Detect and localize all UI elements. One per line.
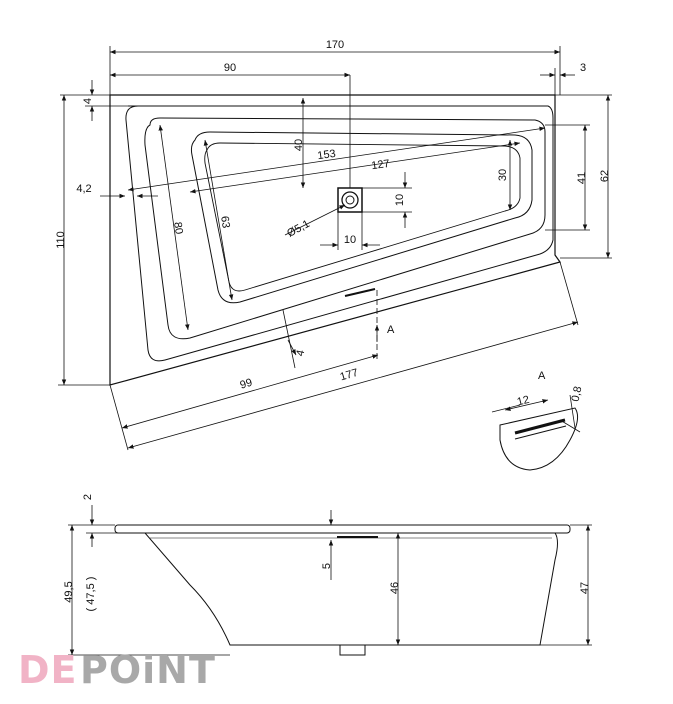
detail-a-title: A [538, 370, 546, 382]
brand-watermark: DE POiNT [18, 648, 216, 692]
detail-dim-12: 12 [516, 394, 531, 409]
dim-4-top: 4 [82, 98, 94, 104]
top-view-dimensions [58, 46, 612, 451]
side-dim-47-5: ( 47,5 ) [85, 577, 97, 612]
outer-rim [109, 94, 561, 386]
dim-3: 3 [580, 62, 586, 74]
dim-front-4: 4 [294, 349, 307, 357]
section-marker-a: A [387, 324, 395, 336]
dim-40: 40 [293, 139, 305, 151]
rim-inner-edge [125, 105, 554, 362]
dim-41: 41 [576, 172, 588, 184]
dim-63: 63 [218, 215, 232, 229]
side-dim-47: 47 [579, 582, 591, 594]
detail-a [491, 394, 581, 471]
dim-90: 90 [224, 62, 236, 74]
dim-99: 99 [239, 377, 254, 392]
side-dim-2: 2 [82, 494, 94, 500]
watermark-part-de: DE [18, 648, 78, 692]
detail-a-body [499, 407, 579, 471]
dim-153: 153 [317, 148, 337, 162]
side-view [68, 505, 592, 656]
dim-127: 127 [371, 158, 391, 172]
dim-30: 30 [497, 169, 509, 181]
detail-dim-0-8: 0,8 [570, 385, 585, 402]
basin-outer-contour [144, 117, 546, 340]
side-dim-5: 5 [321, 563, 333, 569]
dim-4-2: 4,2 [76, 183, 91, 195]
dim-80: 80 [171, 221, 185, 235]
side-drain [339, 644, 366, 656]
dim-62: 62 [599, 170, 611, 182]
dim-diameter: Ø5,1 [285, 218, 312, 240]
dim-170: 170 [326, 39, 344, 51]
side-body [143, 532, 558, 646]
dim-177: 177 [339, 367, 360, 384]
dim-110: 110 [55, 231, 67, 249]
side-rim [114, 524, 571, 534]
side-dim-49-5: 49,5 [63, 581, 75, 602]
side-dim-46: 46 [389, 582, 401, 594]
dim-drain-y: 10 [394, 194, 406, 206]
dim-drain-x: 10 [344, 234, 356, 246]
watermark-part-point: POiNT [80, 648, 216, 692]
